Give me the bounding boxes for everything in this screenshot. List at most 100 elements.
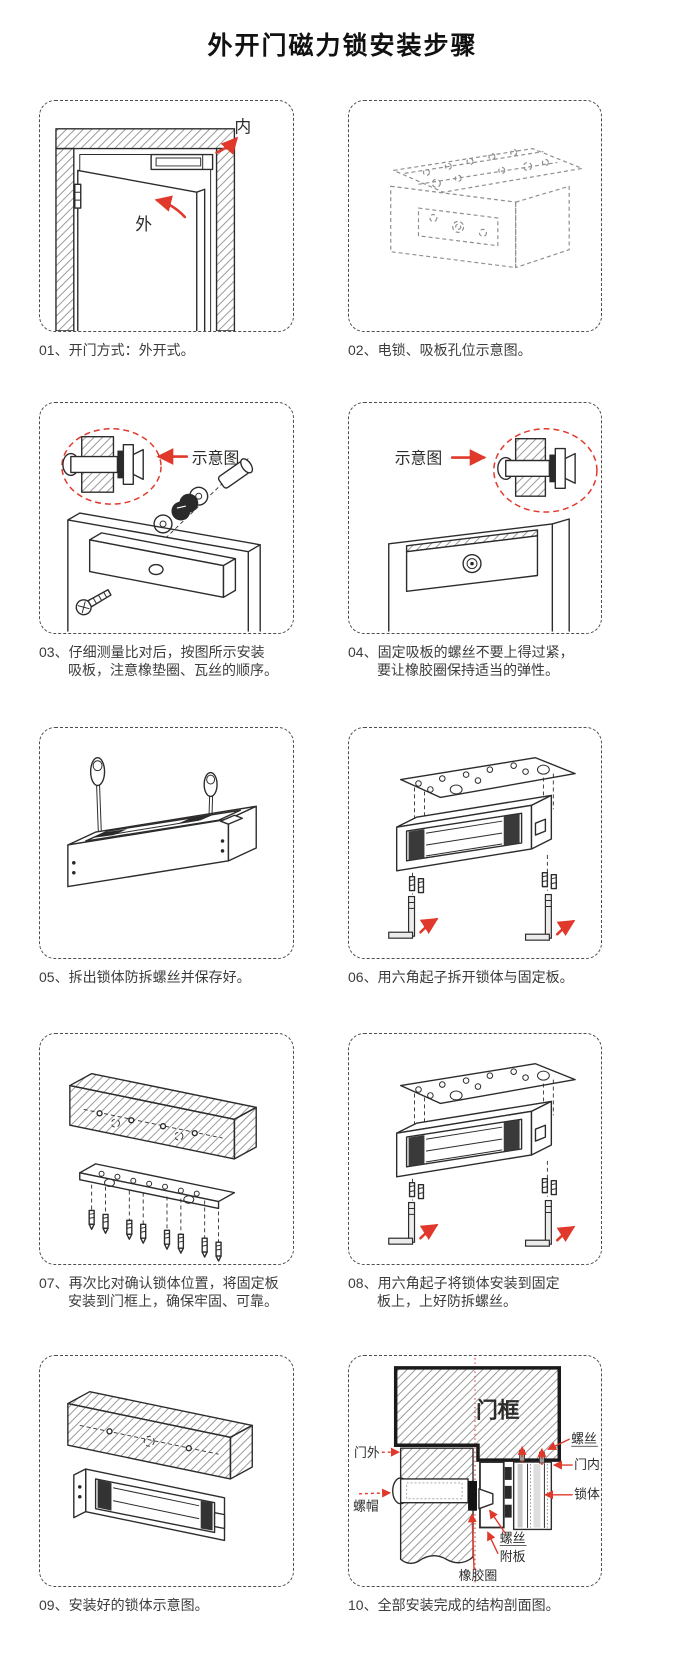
step-05: 05、拆出锁体防拆螺丝并保存好。: [39, 727, 294, 986]
screwdriver: [203, 771, 218, 828]
step-03-caption: 03、仔细测量比对后，按图所示安装 吸板，注意橡垫圈、瓦丝的顺序。: [39, 643, 294, 679]
cross-section-inset: [497, 437, 576, 497]
lock-body: [73, 1468, 226, 1542]
step-06-caption: 06、用六角起子拆开锁体与固定板。: [348, 968, 602, 986]
caption-line: 04、固定吸板的螺丝不要上得过紧，: [348, 644, 574, 660]
screws-and-anchors: [88, 1184, 222, 1262]
step-04-caption: 04、固定吸板的螺丝不要上得过紧， 要让橡胶圈保持适当的弹性。: [348, 643, 602, 679]
screw-block: [504, 1504, 512, 1518]
door-leaf: [77, 170, 205, 331]
nut-arrow-icon: [358, 1488, 392, 1498]
door-opening-direction-diagram: 内 外: [55, 118, 251, 331]
step-03: 示意图: [39, 402, 294, 679]
nut-label: 螺帽: [353, 1499, 379, 1514]
label-sticker: [219, 814, 244, 825]
caption-line: 03、仔细测量比对后，按图所示安装: [39, 644, 265, 660]
door-frame-label: 门框: [476, 1397, 520, 1422]
rubber-grommet: [171, 493, 199, 521]
screw-block: [504, 1467, 512, 1480]
final-cross-section-diagram: 门框: [353, 1357, 600, 1585]
washer: [153, 514, 173, 534]
screw-bottom-arrow-icon: [489, 1509, 506, 1534]
rubber-ring: [468, 1480, 477, 1511]
mounting-plate: [399, 757, 576, 799]
step-03-panel: 示意图: [39, 402, 294, 634]
screw-bottom-label: 螺丝: [500, 1530, 526, 1545]
door-inside-label: 门内: [574, 1457, 600, 1472]
lock-body: [395, 794, 553, 872]
plate-holes: [422, 148, 549, 188]
top-screws: [517, 1445, 547, 1466]
step-10-caption: 10、全部安装完成的结构剖面图。: [348, 1596, 602, 1614]
turn-arrow-icon: [419, 918, 439, 934]
outside-label: 外: [135, 215, 152, 234]
fixing-plate: [79, 1163, 236, 1210]
lock-body: [67, 805, 257, 888]
caption-line: 08、用六角起子将锁体安装到固定: [348, 1275, 560, 1291]
step-08-panel: [348, 1033, 602, 1265]
schematic-label: 示意图: [192, 448, 240, 467]
caption-line: 10、全部安装完成的结构剖面图。: [348, 1597, 560, 1613]
door-frame-beam: [67, 1390, 253, 1480]
caption-line: 吸板，注意橡垫圈、瓦丝的顺序。: [68, 662, 278, 678]
step-05-caption: 05、拆出锁体防拆螺丝并保存好。: [39, 968, 294, 986]
inside-label: 内: [234, 118, 251, 137]
lock-body-label: 锁体: [574, 1487, 600, 1502]
fix-plate-to-frame-diagram: [69, 1072, 257, 1262]
step-07-panel: [39, 1033, 294, 1265]
rubber-ring-arrow-icon: [467, 1513, 477, 1570]
separate-lock-and-plate-diagram: [388, 757, 576, 941]
bolt-sleeve: [399, 1478, 469, 1504]
step-01-caption: 01、开门方式：外开式。: [39, 341, 294, 359]
screw-block: [504, 1485, 512, 1499]
caption-line: 要让橡胶圈保持适当的弹性。: [377, 662, 559, 678]
screw-top-label: 螺丝: [571, 1431, 597, 1446]
sex-bolt: [217, 458, 254, 489]
caption-line: 05、拆出锁体防拆螺丝并保存好。: [39, 969, 251, 985]
step-09-panel: [39, 1355, 294, 1587]
label-sticker: [213, 1511, 226, 1530]
door-frame-beam: [69, 1072, 257, 1160]
hole-position-sketch-diagram: [390, 147, 583, 269]
step-09: 09、安装好的锁体示意图。: [39, 1355, 294, 1614]
armature-plate-assembly-diagram: 示意图: [61, 428, 261, 632]
step-04: 示意图: [348, 402, 602, 679]
caption-line: 09、安装好的锁体示意图。: [39, 1597, 209, 1613]
armature-plate: [88, 532, 237, 599]
step-02-panel: [348, 100, 602, 332]
caption-line: 板上，上好防拆螺丝。: [377, 1293, 517, 1309]
installed-lock-diagram: [67, 1390, 253, 1542]
hex-key: [524, 893, 552, 941]
caption-line: 安装到门框上，确保牢固、可靠。: [68, 1293, 278, 1309]
cross-section-inset: [62, 436, 144, 493]
schematic-callout-ellipse: [493, 428, 598, 513]
step-02: 02、电锁、吸板孔位示意图。: [348, 100, 602, 359]
threaded-stud: [541, 854, 557, 891]
step-10-panel: 门框: [348, 1355, 602, 1587]
attached-plate-arrow-icon: [487, 1531, 499, 1554]
screwdriver: [89, 757, 106, 840]
hinge: [74, 183, 82, 209]
step-08-caption: 08、用六角起子将锁体安装到固定 板上，上好防拆螺丝。: [348, 1274, 602, 1310]
armature-plate-mounted-diagram: 示意图: [388, 428, 598, 632]
step-07: 07、再次比对确认锁体位置，将固定板 安装到门框上，确保牢固、可靠。: [39, 1033, 294, 1310]
screw-top-arrow-icon: [547, 1438, 570, 1450]
attached-plate-label: 附板: [500, 1549, 526, 1564]
door-leaf: [388, 518, 570, 632]
step-01: 内 外 01、开门方式：外开式。: [39, 100, 294, 359]
rubber-ring-label: 橡胶圈: [459, 1568, 498, 1583]
step-08: 08、用六角起子将锁体安装到固定 板上，上好防拆螺丝。: [348, 1033, 602, 1310]
caption-line: 06、用六角起子拆开锁体与固定板。: [348, 969, 574, 985]
threaded-stud: [408, 872, 425, 895]
step-07-caption: 07、再次比对确认锁体位置，将固定板 安装到门框上，确保牢固、可靠。: [39, 1274, 294, 1310]
step-10: 门框: [348, 1355, 602, 1614]
countersunk-screw: [75, 589, 112, 616]
door-leaf: [67, 512, 261, 632]
door-frame-block: [393, 1366, 562, 1462]
schematic-label: 示意图: [395, 448, 443, 467]
countersunk-screw: [478, 1488, 494, 1510]
step-02-caption: 02、电锁、吸板孔位示意图。: [348, 341, 602, 359]
label-sticker: [534, 818, 547, 836]
step-06: 06、用六角起子拆开锁体与固定板。: [348, 727, 602, 986]
